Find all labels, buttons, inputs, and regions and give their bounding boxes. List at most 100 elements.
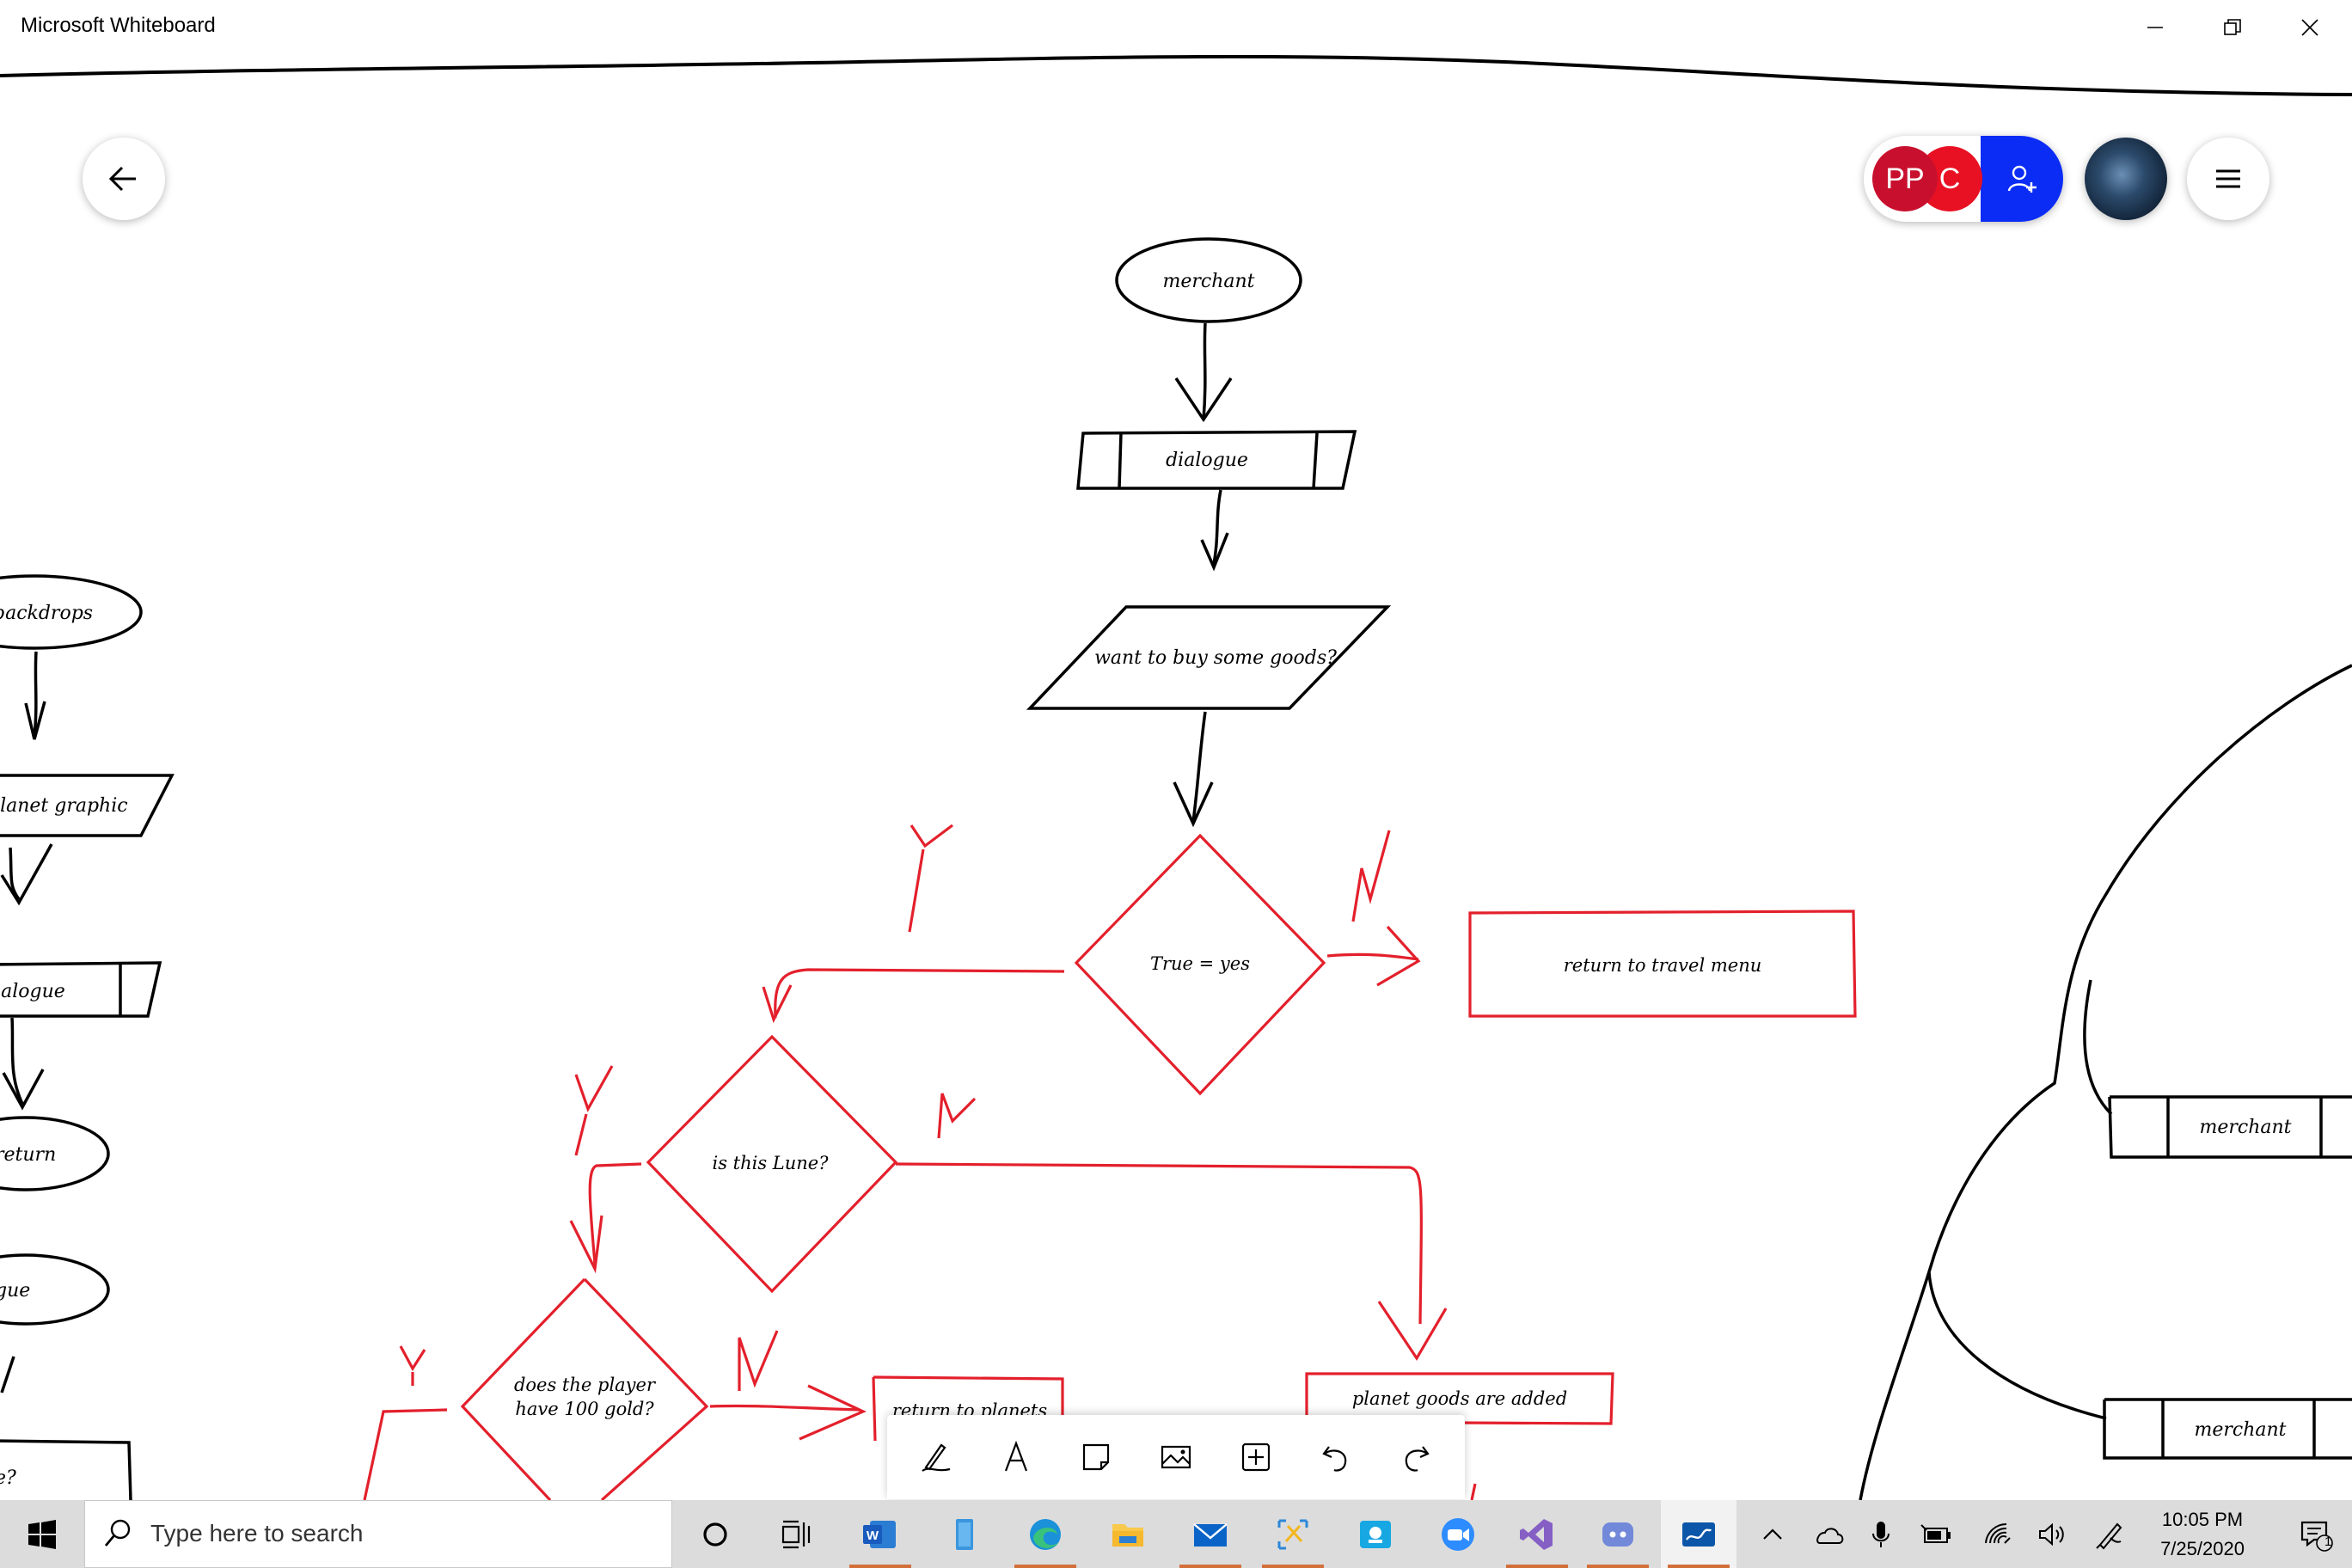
taskbar-app-notes[interactable] bbox=[927, 1500, 1002, 1568]
add-content-tool[interactable] bbox=[1226, 1427, 1286, 1487]
restore-icon bbox=[2224, 19, 2241, 35]
sticky-note-tool[interactable] bbox=[1066, 1427, 1126, 1487]
left-question-box bbox=[0, 1439, 132, 1500]
running-indicator bbox=[1506, 1565, 1568, 1568]
system-clock[interactable]: 10:05 PM 7/25/2020 bbox=[2125, 1505, 2280, 1565]
main-flow-black bbox=[1026, 237, 1392, 828]
action-center-button[interactable]: 1 bbox=[2280, 1500, 2352, 1568]
running-indicator bbox=[1014, 1565, 1076, 1568]
image-tool[interactable] bbox=[1146, 1427, 1206, 1487]
left-dialogue-box bbox=[0, 961, 162, 1018]
right-merchant-box-1 bbox=[2108, 1095, 2352, 1159]
dialogue-process-box bbox=[1076, 430, 1357, 490]
text-tool[interactable] bbox=[986, 1427, 1046, 1487]
close-icon bbox=[2301, 19, 2318, 36]
discord-icon bbox=[1602, 1522, 1633, 1547]
redo-icon bbox=[1406, 1446, 1430, 1472]
svg-text:W: W bbox=[867, 1528, 879, 1543]
left-flow-black bbox=[0, 574, 175, 1500]
lune-label: is this Lune? bbox=[713, 1153, 830, 1173]
start-button[interactable] bbox=[0, 1500, 84, 1568]
redo-button[interactable] bbox=[1386, 1427, 1446, 1487]
running-indicator bbox=[1668, 1565, 1730, 1568]
left-dialogue-2-label: gue bbox=[0, 1280, 30, 1302]
battery-tray-button[interactable] bbox=[1907, 1500, 1967, 1568]
back-arrow-icon bbox=[108, 166, 136, 192]
taskbar-app-file-explorer[interactable] bbox=[1090, 1500, 1166, 1568]
whiteboard-canvas[interactable]: merchant dialogue want to buy some goods… bbox=[0, 0, 2352, 1500]
back-button[interactable] bbox=[83, 138, 165, 220]
gold-label-line1: does the player bbox=[514, 1375, 657, 1395]
onedrive-tray-button[interactable] bbox=[1800, 1500, 1857, 1568]
collaborators-pill[interactable]: PP C bbox=[1864, 136, 2063, 222]
decision-flow-red bbox=[363, 824, 1857, 1500]
wifi-tray-button[interactable] bbox=[1970, 1500, 2025, 1568]
right-merchant-box-2 bbox=[2103, 1398, 2352, 1460]
whiteboard-icon bbox=[1682, 1522, 1715, 1547]
search-icon bbox=[104, 1519, 131, 1547]
taskbar-app-discord[interactable] bbox=[1580, 1500, 1656, 1568]
return-travel-label: return to travel menu bbox=[1564, 955, 1762, 976]
pen-workspace-tray-button[interactable] bbox=[2080, 1500, 2137, 1568]
microphone-tray-button[interactable] bbox=[1857, 1500, 1905, 1568]
show-hidden-icons-button[interactable] bbox=[1749, 1500, 1797, 1568]
volume-tray-button[interactable] bbox=[2025, 1500, 2079, 1568]
minimize-button[interactable] bbox=[2116, 0, 2194, 55]
cortana-button[interactable] bbox=[676, 1500, 755, 1568]
left-question-label: e? bbox=[0, 1467, 16, 1489]
planet-goods-box bbox=[1305, 1372, 1614, 1425]
backdrops-oval bbox=[0, 574, 143, 650]
image-icon bbox=[1161, 1445, 1191, 1469]
settings-menu-button[interactable] bbox=[2187, 138, 2269, 220]
taskbar-app-visual-studio[interactable] bbox=[1499, 1500, 1575, 1568]
notepad-icon bbox=[956, 1518, 973, 1550]
collaborator-avatar-pp[interactable]: PP bbox=[1872, 146, 1938, 211]
word-icon: W bbox=[863, 1520, 896, 1548]
pen-workspace-icon bbox=[2096, 1522, 2122, 1549]
running-indicator bbox=[1262, 1565, 1324, 1568]
cloud-icon bbox=[1816, 1527, 1844, 1544]
n-mark-3 bbox=[738, 1330, 779, 1391]
taskbar-app-zoom[interactable] bbox=[1420, 1500, 1496, 1568]
true-yes-label: True = yes bbox=[1150, 953, 1250, 974]
pen-tool[interactable] bbox=[906, 1427, 966, 1487]
return-planets-box bbox=[873, 1375, 1064, 1418]
planet-graphic-parallelogram bbox=[0, 774, 175, 837]
undo-button[interactable] bbox=[1306, 1427, 1366, 1487]
running-indicator bbox=[1179, 1565, 1241, 1568]
taskbar-app-snip[interactable] bbox=[1255, 1500, 1331, 1568]
taskbar-app-mail[interactable] bbox=[1173, 1500, 1248, 1568]
search-placeholder: Type here to search bbox=[150, 1520, 364, 1547]
n-mark-1 bbox=[1351, 830, 1391, 922]
y-mark-1 bbox=[908, 824, 953, 933]
notification-count: 1 bbox=[2324, 1534, 2332, 1549]
return-label: return bbox=[0, 1144, 56, 1166]
text-icon bbox=[1004, 1440, 1027, 1472]
right-merchant-2-label: merchant bbox=[2194, 1419, 2286, 1441]
taskbar-app-outlook[interactable] bbox=[1338, 1500, 1413, 1568]
user-profile-avatar[interactable] bbox=[2085, 138, 2167, 220]
dialogue-label: dialogue bbox=[1166, 450, 1248, 471]
backdrops-label: backdrops bbox=[0, 603, 93, 624]
right-flow-black bbox=[1859, 664, 2352, 1500]
taskbar-app-word[interactable]: W bbox=[842, 1500, 918, 1568]
taskbar-app-edge[interactable] bbox=[1008, 1500, 1083, 1568]
clock-date: 7/25/2020 bbox=[2160, 1538, 2245, 1559]
running-indicator bbox=[1587, 1565, 1649, 1568]
restore-button[interactable] bbox=[2194, 0, 2271, 55]
y-mark-3 bbox=[399, 1345, 426, 1386]
task-view-button[interactable] bbox=[756, 1500, 837, 1568]
merchant-label: merchant bbox=[1162, 271, 1254, 292]
close-button[interactable] bbox=[2271, 0, 2349, 55]
title-bar: Microsoft Whiteboard bbox=[0, 0, 2352, 55]
question-label: want to buy some goods? bbox=[1094, 647, 1337, 669]
sticky-note-icon bbox=[1082, 1443, 1109, 1471]
invite-button[interactable] bbox=[1981, 136, 2063, 222]
taskbar-app-whiteboard[interactable] bbox=[1661, 1500, 1736, 1568]
hamburger-menu-icon bbox=[2216, 169, 2240, 188]
minimize-icon bbox=[2147, 27, 2163, 28]
mail-icon bbox=[1193, 1522, 1228, 1547]
task-view-icon bbox=[781, 1520, 811, 1548]
search-box[interactable]: Type here to search bbox=[84, 1500, 672, 1568]
snip-sketch-icon bbox=[1277, 1519, 1308, 1549]
